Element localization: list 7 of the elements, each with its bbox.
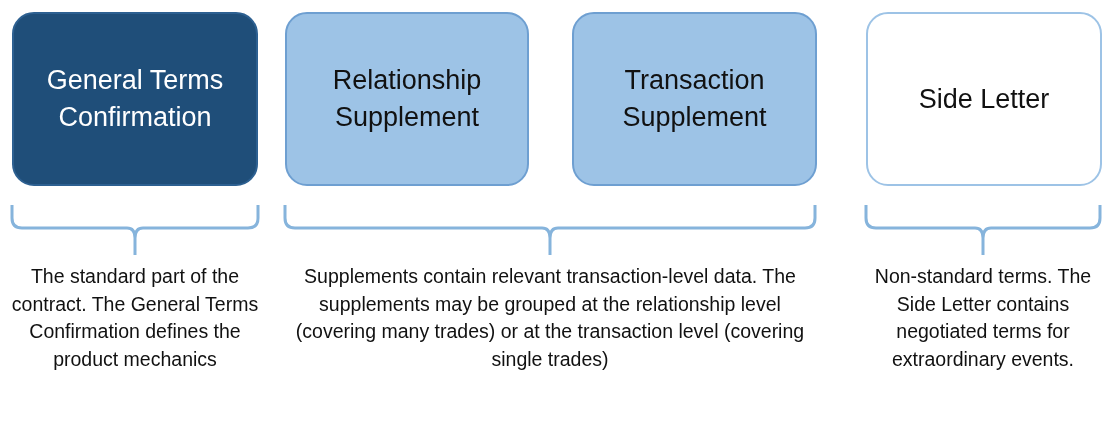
document-box: General Terms Confirmation (12, 12, 258, 186)
document-box: Relationship Supplement (285, 12, 529, 186)
document-box: Side Letter (866, 12, 1102, 186)
description-text: The standard part of the contract. The General Terms Confirmation defines the product mechanics (10, 264, 260, 372)
description-text: Non-standard terms. The Side Letter contains negotiated terms for extraordinary events. (873, 264, 1093, 372)
description-text: Supplements contain relevant transaction-level data. The supplements may be grouped at the relationship level (covering many trades) or at the transaction level (covering single trades) (295, 264, 805, 372)
document-box: Transaction Supplement (572, 12, 817, 186)
